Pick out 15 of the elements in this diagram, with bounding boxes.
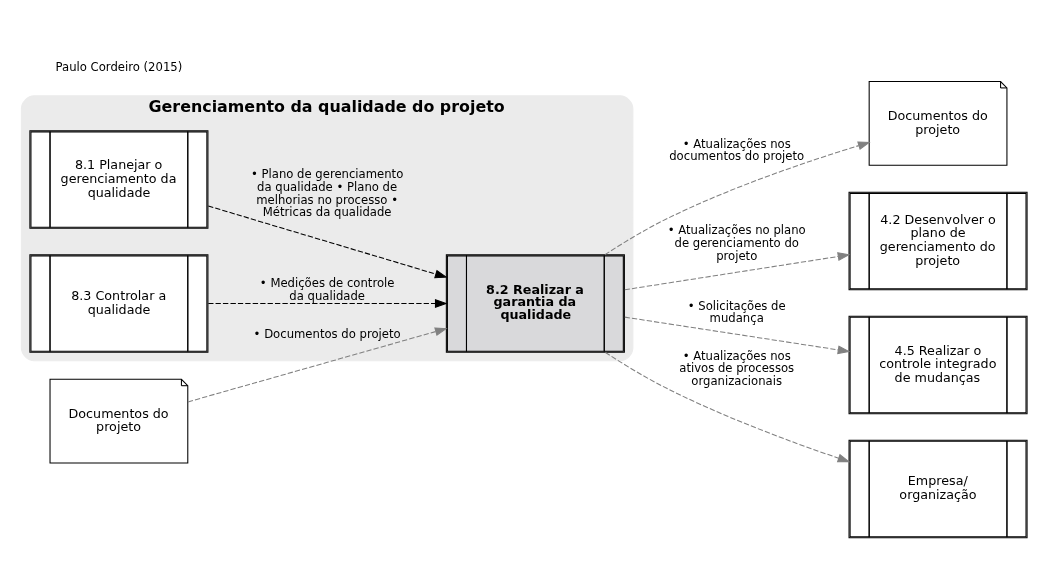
arrow bbox=[207, 205, 448, 278]
arrow bbox=[207, 298, 448, 308]
edge-label: • Medições de controle da qualidade bbox=[259, 275, 395, 303]
edge-label: • Plano de gerenciamento da qualidade • Plano de melhorias no processo • Métricas da qualidade bbox=[250, 166, 404, 219]
arrow bbox=[624, 251, 851, 290]
arrow bbox=[604, 140, 871, 255]
arrow bbox=[187, 326, 448, 402]
arrow bbox=[604, 351, 851, 462]
arrow bbox=[624, 316, 851, 354]
edge-label: • Atualizações no plano de gerenciamento do projeto bbox=[667, 222, 806, 263]
label: Paulo Cordeiro (2015) bbox=[55, 59, 183, 74]
edge-label: • Atualizações nos ativos de processos organizacionais bbox=[679, 348, 795, 388]
edge-label: • Documentos do projeto bbox=[253, 326, 401, 341]
edge-label: • Solicitações de mudança bbox=[687, 298, 786, 325]
edge-label: • Atualizações nos documentos do projeto bbox=[669, 136, 805, 163]
